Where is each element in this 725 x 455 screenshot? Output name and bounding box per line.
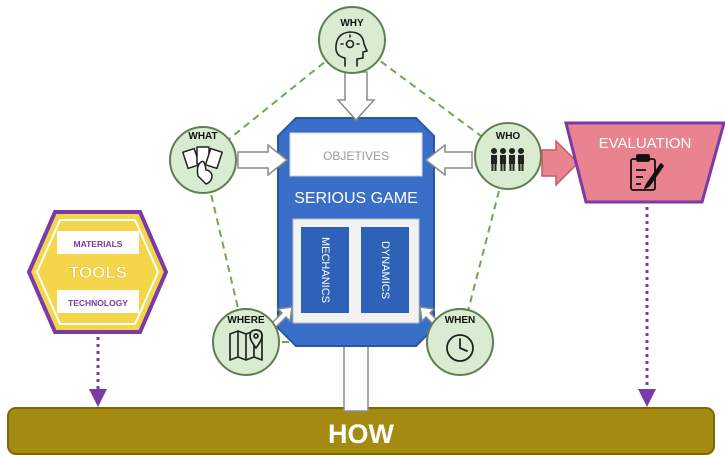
technology-label: TECHNOLOGY <box>68 298 128 308</box>
who-label: WHO <box>496 131 521 142</box>
what-node: WHAT <box>169 126 237 194</box>
who-node: WHO <box>474 122 542 190</box>
head-lightbulb-icon <box>335 31 369 67</box>
clock-icon <box>446 334 474 362</box>
tools-title: TOOLS <box>69 263 127 282</box>
evaluation-box: EVALUATION <box>564 121 725 204</box>
why-node: WHY <box>318 6 386 74</box>
mechanics-label: MECHANICS <box>319 237 331 303</box>
mechanics-panel <box>301 227 349 313</box>
serious-game-block: OBJETIVES SERIOUS GAME MECHANICS DYNAMIC… <box>277 117 435 347</box>
where-label: WHERE <box>227 315 265 326</box>
dynamics-label: DYNAMICS <box>379 241 391 299</box>
arrow-what <box>237 143 289 177</box>
serious-game-title: SERIOUS GAME <box>294 190 418 207</box>
why-label: WHY <box>340 18 364 29</box>
evaluation-label: EVALUATION <box>599 135 692 152</box>
technology-box <box>57 290 139 313</box>
people-group-icon <box>491 148 524 171</box>
where-node: WHERE <box>212 308 280 376</box>
materials-label: MATERIALS <box>74 239 123 249</box>
how-bar: HOW <box>7 407 715 455</box>
arrow-why <box>336 71 376 122</box>
objectives-label: OBJETIVES <box>323 149 389 163</box>
dynamics-panel <box>361 227 409 313</box>
cards-hand-icon <box>182 146 223 185</box>
map-pin-icon <box>229 329 263 361</box>
arrow-who-evaluation <box>541 139 580 187</box>
what-label: WHAT <box>188 131 217 142</box>
when-node: WHEN <box>426 308 494 376</box>
arrow-who <box>424 143 473 177</box>
materials-box <box>57 231 139 254</box>
when-label: WHEN <box>445 315 476 326</box>
clipboard-pen-icon <box>630 154 664 191</box>
input-arrows <box>237 71 473 331</box>
tools-hexagon: MATERIALS TOOLS TECHNOLOGY <box>26 210 169 334</box>
how-label: HOW <box>328 419 395 449</box>
